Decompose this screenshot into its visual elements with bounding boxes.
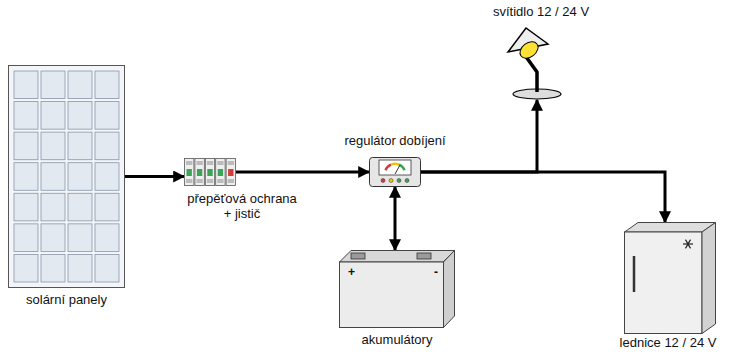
surge-protection-illustration <box>184 158 236 186</box>
lamp-illustration <box>504 24 570 100</box>
component-label: regulátor dobíjení <box>344 134 445 149</box>
wire-connector <box>125 175 184 178</box>
battery: akumulátory <box>339 250 455 328</box>
terminal-sign: - <box>434 266 438 278</box>
lamp: svítidlo 12 / 24 V <box>504 24 570 100</box>
terminal-sign: + <box>348 266 355 278</box>
fridge-illustration <box>624 222 716 334</box>
charge-regulator: regulátor dobíjení <box>369 157 421 187</box>
solar-panel-illustration <box>8 65 125 288</box>
surge-protection: přepěťová ochrana + jistič <box>184 158 236 186</box>
component-label: lednice 12 / 24 V <box>620 336 717 351</box>
battery-illustration <box>339 250 455 328</box>
component-label: solární panely <box>26 293 107 308</box>
solar-panel: solární panely <box>8 65 125 288</box>
fridge: lednice 12 / 24 V <box>624 222 716 334</box>
component-label: akumulátory <box>362 333 433 348</box>
wire-connector <box>394 187 397 250</box>
wire-connector <box>236 171 369 174</box>
component-label: svítidlo 12 / 24 V <box>493 5 589 20</box>
charge-regulator-illustration <box>369 157 421 187</box>
component-label: přepěťová ochrana + jistič <box>186 192 298 222</box>
wire-connector <box>421 172 665 222</box>
